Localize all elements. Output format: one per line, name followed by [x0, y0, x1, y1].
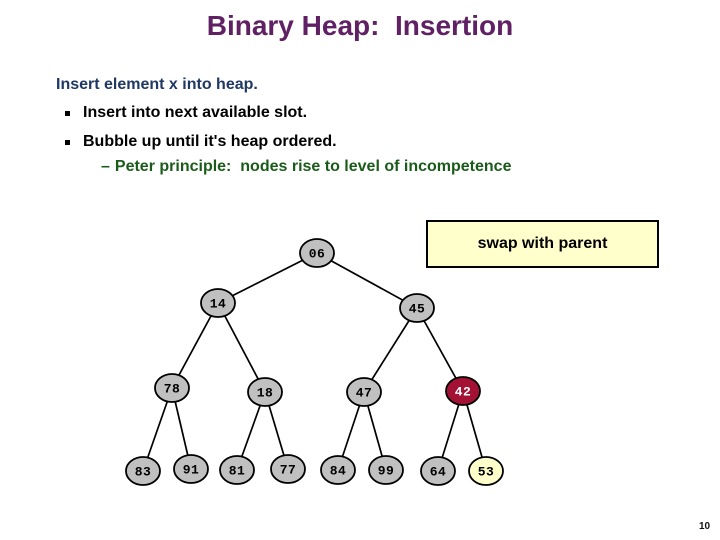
tree-node-label: 47: [356, 386, 373, 401]
tree-node-label: 64: [430, 465, 447, 480]
tree-node-14: 14: [200, 288, 236, 318]
tree-node-ellipse: [247, 377, 283, 407]
tree-node-42: 42: [445, 376, 481, 406]
tree-node-77: 77: [270, 454, 306, 484]
tree-node-64: 64: [420, 456, 456, 486]
tree-node-45: 45: [399, 293, 435, 323]
tree-node-ellipse: [200, 288, 236, 318]
tree-node-label: 45: [409, 302, 426, 317]
tree-node-ellipse: [399, 293, 435, 323]
tree-edge: [363, 307, 418, 393]
tree-node-label: 78: [164, 382, 181, 397]
tree-node-ellipse: [468, 456, 504, 486]
tree-node-ellipse: [299, 238, 335, 268]
tree-node-53: 53: [468, 456, 504, 486]
tree-node-47: 47: [346, 377, 382, 407]
tree-node-ellipse: [154, 373, 190, 403]
tree-node-ellipse: [368, 455, 404, 485]
swap-with-parent-callout: swap with parent: [426, 220, 659, 268]
tree-node-ellipse: [445, 376, 481, 406]
tree-node-label: 14: [210, 297, 227, 312]
tree-node-84: 84: [320, 455, 356, 485]
tree-node-label: 99: [378, 464, 395, 479]
tree-node-label: 77: [280, 463, 297, 478]
intro-text: Insert element x into heap.: [56, 76, 258, 93]
tree-node-label: 91: [183, 463, 200, 478]
tree-node-ellipse: [270, 454, 306, 484]
tree-node-ellipse: [219, 455, 255, 485]
tree-node-ellipse: [320, 455, 356, 485]
tree-edge: [217, 252, 318, 304]
tree-node-ellipse: [346, 377, 382, 407]
bullet-item-2-label: Bubble up until it's heap ordered.: [83, 133, 337, 150]
tree-node-label: 83: [135, 465, 152, 480]
bullet-square-icon: [65, 110, 70, 116]
sub-bullet-label: Peter principle: nodes rise to level of …: [114, 158, 512, 175]
bullet-item-1-label: Insert into next available slot.: [83, 104, 308, 121]
page-title: Binary Heap: Insertion: [206, 10, 514, 41]
page-number: 10: [699, 521, 711, 532]
tree-node-91: 91: [173, 454, 209, 484]
tree-node-ellipse: [420, 456, 456, 486]
tree-node-06: 06: [299, 238, 335, 268]
tree-node-label: 53: [478, 465, 495, 480]
tree-node-18: 18: [247, 377, 283, 407]
tree-edge: [416, 307, 464, 392]
sub-bullet-item: – Peter principle: nodes rise to level o…: [101, 158, 511, 176]
tree-node-label: 84: [330, 464, 347, 479]
tree-node-label: 42: [455, 385, 472, 400]
tree-node-label: 18: [257, 386, 274, 401]
tree-node-ellipse: [125, 456, 161, 486]
tree-edge: [171, 302, 219, 389]
tree-node-83: 83: [125, 456, 161, 486]
tree-edge: [217, 302, 266, 393]
tree-node-ellipse: [173, 454, 209, 484]
tree-node-81: 81: [219, 455, 255, 485]
dash-icon: –: [101, 158, 110, 175]
bullet-item-1: Insert into next available slot.: [65, 104, 307, 122]
tree-node-78: 78: [154, 373, 190, 403]
bullet-square-icon: [65, 139, 70, 145]
tree-node-label: 06: [309, 247, 326, 262]
tree-node-label: 81: [229, 464, 246, 479]
tree-edge: [316, 252, 418, 309]
tree-node-99: 99: [368, 455, 404, 485]
bullet-item-2: Bubble up until it's heap ordered.: [65, 133, 337, 151]
